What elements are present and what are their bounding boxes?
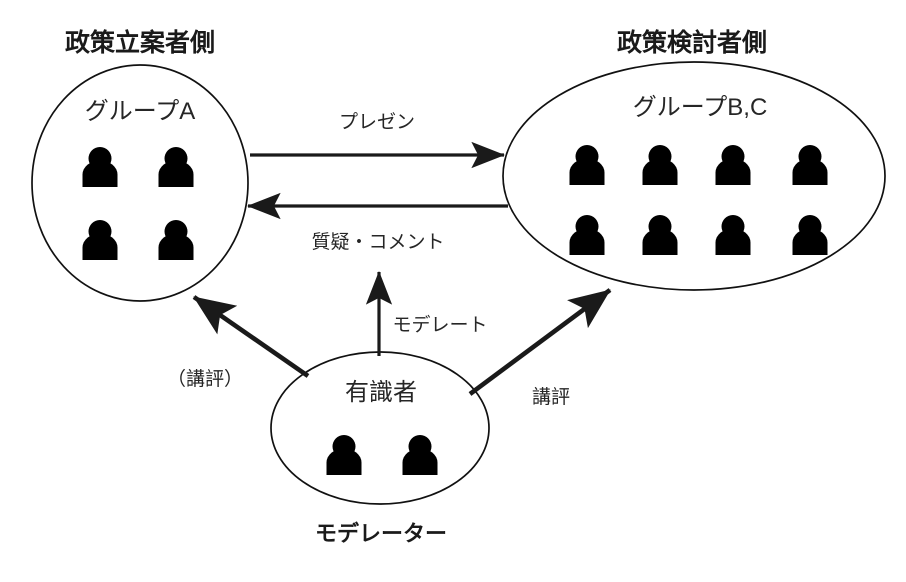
presentation-label: プレゼン [339,111,415,133]
questions-comments-label: 質疑・コメント [311,231,444,253]
edge-moderate[interactable]: モデレート [365,271,488,356]
review-right-arrow [468,288,612,396]
page-title-left: 政策立案者側 [65,28,215,57]
edge-presentation[interactable]: プレゼン [250,111,505,169]
moderator-footer-label: モデレーター [315,521,447,546]
experts-label: 有識者 [345,379,417,406]
edge-questions-comments[interactable]: 質疑・コメント [247,192,508,253]
review-left-label: （講評） [167,368,243,390]
node-group-bc[interactable]: グループB,C [502,61,886,291]
review-left-arrow [192,295,310,378]
edge-review-right[interactable]: 講評 [468,288,612,408]
page-title-right: 政策検討者側 [617,28,767,57]
group-a-label: グループA [85,98,196,125]
review-right-label: 講評 [532,386,570,408]
moderate-label: モデレート [392,314,487,336]
node-group-a[interactable]: グループA [31,64,249,302]
edge-review-left[interactable]: （講評） [167,295,310,390]
group-bc-label: グループB,C [633,94,768,121]
